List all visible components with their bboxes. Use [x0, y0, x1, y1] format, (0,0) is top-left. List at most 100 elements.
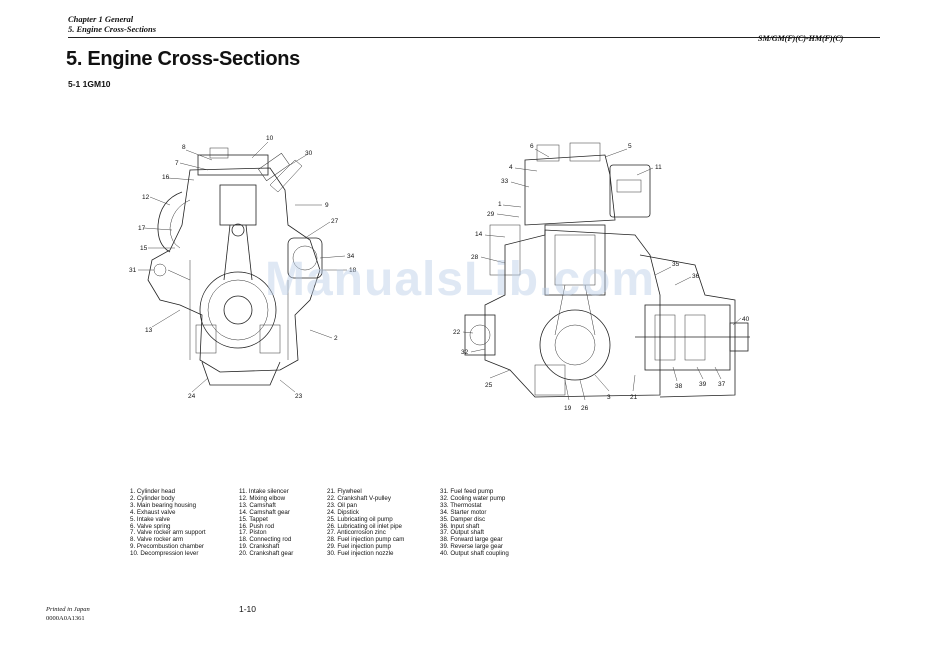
callout-label: 6	[530, 143, 534, 150]
callout-label: 2	[334, 335, 338, 342]
callout-label: 16	[162, 174, 170, 181]
callout-label: 23	[295, 393, 303, 400]
callout-label: 5	[628, 143, 632, 150]
legend-item: 5. Intake valve	[130, 515, 170, 523]
callout-label: 25	[485, 382, 493, 389]
legend-item: 38. Forward large gear	[440, 536, 503, 544]
legend-item: 26. Lubricating oil inlet pipe	[327, 522, 402, 530]
legend-item: 15. Tappet	[239, 515, 268, 523]
legend-column-2: 11. Intake silencer 12. Mixing elbow 13.…	[239, 488, 294, 558]
callout-label: 13	[145, 327, 153, 334]
section-title: 5. Engine Cross-Sections	[68, 24, 157, 34]
callout-label: 4	[509, 164, 513, 171]
callout-label: 15	[140, 245, 148, 252]
callout-label: 1	[498, 201, 502, 208]
callout-label: 11	[655, 164, 662, 171]
legend-item: 31. Fuel feed pump	[440, 488, 494, 495]
callout-label: 3	[607, 394, 611, 401]
legend-item: 8. Valve rocker arm	[130, 536, 184, 544]
legend-item: 29. Fuel injection pump	[327, 543, 391, 551]
document-code: 0000A0A1361	[46, 615, 85, 622]
callout-label: 9	[325, 202, 329, 209]
legend-item: 37. Output shaft	[440, 529, 485, 537]
callout-label: 40	[742, 316, 750, 323]
chapter-header: Chapter 1 General 5. Engine Cross-Sectio…	[68, 14, 156, 34]
page-number: 1-10	[239, 604, 257, 614]
callout-label: 36	[692, 273, 700, 280]
legend-item: 34. Starter motor	[440, 508, 487, 516]
legend-item: 4. Exhaust valve	[130, 508, 176, 516]
legend-column-1: 1. Cylinder head 2. Cylinder body 3. Mai…	[130, 488, 206, 558]
callout-label: 14	[475, 231, 483, 238]
callout-label: 8	[182, 144, 186, 151]
callout-label: 38	[675, 383, 683, 390]
legend-item: 33. Thermostat	[440, 501, 482, 509]
legend-item: 32. Cooling water pump	[440, 494, 506, 502]
legend-item: 35. Damper disc	[440, 515, 486, 523]
legend-item: 24. Dipstick	[327, 508, 359, 516]
page-subtitle: 5-1 1GM10	[68, 79, 111, 89]
printed-in-note: Printed in Japan	[46, 606, 90, 613]
legend-item: 19. Crankshaft	[239, 543, 280, 551]
front-callout-labels: 10 8 30 7 16 12 9 17 27 15 34 31 18 13 2…	[129, 135, 357, 400]
callout-label: 34	[347, 253, 355, 260]
chapter-title: Chapter 1 General	[68, 14, 134, 24]
legend-item: 22. Crankshaft V-pulley	[327, 494, 391, 502]
watermark: ManualsLib.com	[265, 253, 656, 306]
legend-item: 18. Connecting rod	[239, 536, 292, 544]
callout-label: 33	[501, 178, 509, 185]
page-title: 5. Engine Cross-Sections	[66, 48, 300, 70]
legend-item: 14. Camshaft gear	[239, 508, 290, 516]
legend-item: 40. Output shaft coupling	[440, 550, 509, 558]
callout-label: 32	[461, 349, 469, 356]
callout-label: 39	[699, 381, 707, 388]
legend-item: 3. Main bearing housing	[130, 501, 197, 509]
callout-label: 7	[175, 160, 179, 167]
front-leader-lines	[138, 141, 347, 393]
callout-label: 12	[142, 194, 150, 201]
legend-item: 9. Precombustion chamber	[130, 543, 204, 551]
legend-item: 16. Push rod	[239, 522, 275, 530]
legend-item: 2. Cylinder body	[130, 494, 175, 502]
legend-item: 23. Oil pan	[327, 501, 357, 509]
legend-item: 21. Flywheel	[327, 488, 362, 495]
side-leader-lines	[462, 148, 742, 401]
callout-label: 17	[138, 225, 146, 232]
legend-item: 27. Anticorrosion zinc	[327, 529, 386, 537]
legend-item: 7. Valve rocker arm support	[130, 529, 206, 537]
callout-label: 18	[349, 267, 357, 274]
side-callout-labels: 6 5 4 11 33 1 29 14 28 35 36 40 22 32 25…	[453, 143, 750, 412]
legend-item: 12. Mixing elbow	[239, 494, 286, 502]
legend-item: 13. Camshaft	[239, 501, 276, 509]
callout-label: 19	[564, 405, 572, 412]
legend-item: 11. Intake silencer	[239, 488, 289, 495]
callout-label: 30	[305, 150, 313, 157]
legend-column-4: 31. Fuel feed pump 32. Cooling water pum…	[440, 488, 509, 558]
legend-item: 30. Fuel injection nozzle	[327, 550, 394, 558]
callout-label: 28	[471, 254, 479, 261]
legend-item: 36. Input shaft	[440, 522, 480, 530]
legend-item: 28. Fuel injection pump cam	[327, 536, 405, 544]
callout-label: 24	[188, 393, 196, 400]
legend-item: 1. Cylinder head	[130, 488, 176, 495]
header-rule	[68, 37, 880, 38]
callout-label: 37	[718, 381, 726, 388]
callout-label: 22	[453, 329, 461, 336]
legend-item: 25. Lubricating oil pump	[327, 515, 393, 523]
callout-label: 31	[129, 267, 137, 274]
side-cross-section-diagram: 6 5 4 11 33 1 29 14 28 35 36 40 22 32 25…	[453, 142, 750, 412]
front-cross-section-diagram: 10 8 30 7 16 12 9 17 27 15 34 31 18 13 2…	[129, 135, 357, 400]
model-designation: SM/GM(F)(C)-HM(F)(C)	[758, 34, 844, 43]
legend-item: 6. Valve spring	[130, 522, 171, 530]
legend-item: 17. Piston	[239, 529, 267, 537]
callout-label: 10	[266, 135, 274, 142]
legend-item: 10. Decompression lever	[130, 550, 199, 558]
callout-label: 21	[630, 394, 638, 401]
callout-label: 26	[581, 405, 589, 412]
legend-item: 20. Crankshaft gear	[239, 550, 294, 558]
callout-label: 35	[672, 261, 680, 268]
callout-label: 27	[331, 218, 339, 225]
legend-item: 39. Reverse large gear	[440, 543, 503, 551]
callout-label: 29	[487, 211, 495, 218]
legend-column-3: 21. Flywheel 22. Crankshaft V-pulley 23.…	[327, 488, 405, 558]
